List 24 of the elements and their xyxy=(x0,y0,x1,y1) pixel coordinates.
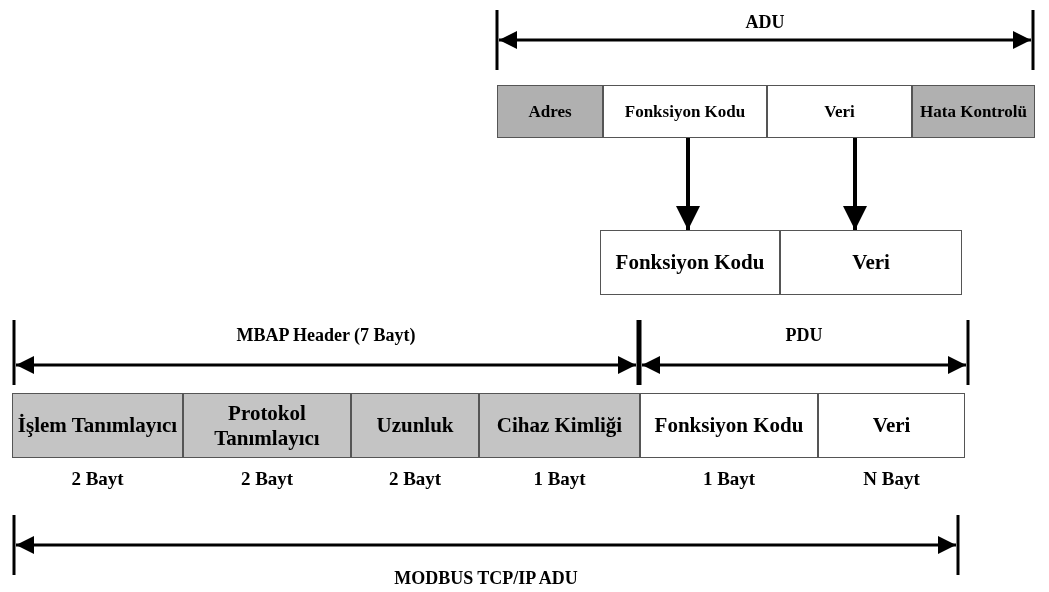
arrow xyxy=(676,138,700,230)
frame-field: Veri xyxy=(780,230,962,295)
frame-field: Protokol Tanımlayıcı xyxy=(183,393,351,458)
byte-count-label: 1 Bayt xyxy=(532,468,587,490)
byte-count-label: 2 Bayt xyxy=(239,468,295,490)
byte-count-label: 1 Bayt xyxy=(701,468,757,490)
dimension-label: MODBUS TCP/IP ADU xyxy=(393,568,579,589)
frame-field: Fonksiyon Kodu xyxy=(603,85,767,138)
frame-field: Fonksiyon Kodu xyxy=(600,230,780,295)
dimension-label: PDU xyxy=(784,325,824,346)
frame-field: Adres xyxy=(497,85,603,138)
frame-field: Veri xyxy=(767,85,912,138)
byte-count-label: N Bayt xyxy=(862,468,921,490)
arrow xyxy=(843,138,867,230)
dimension-label: ADU xyxy=(744,12,786,33)
frame-field: Hata Kontrolü xyxy=(912,85,1035,138)
frame-field: Veri xyxy=(818,393,965,458)
frame-field: İşlem Tanımlayıcı xyxy=(12,393,183,458)
byte-count-label: 2 Bayt xyxy=(70,468,125,490)
dimension-label: MBAP Header (7 Bayt) xyxy=(235,325,417,346)
frame-field: Uzunluk xyxy=(351,393,479,458)
byte-count-label: 2 Bayt xyxy=(387,468,443,490)
frame-field: Fonksiyon Kodu xyxy=(640,393,818,458)
frame-field: Cihaz Kimliği xyxy=(479,393,640,458)
